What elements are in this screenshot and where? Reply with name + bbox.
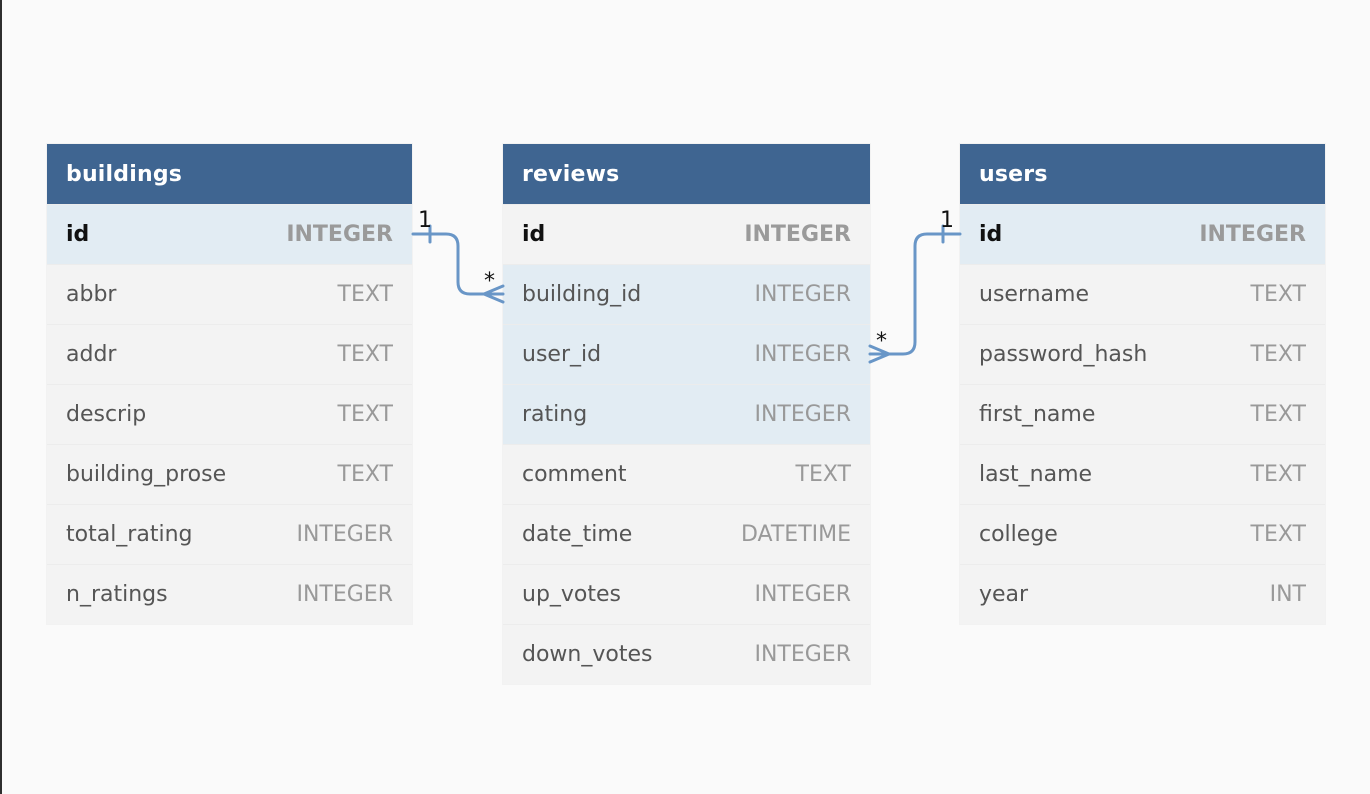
column-name: last_name (979, 462, 1093, 487)
column-type: TEXT (1250, 402, 1306, 427)
column-name: id (979, 222, 1003, 247)
column-name: descrip (66, 402, 147, 427)
column-name: addr (66, 342, 117, 367)
column-type: TEXT (1250, 522, 1306, 547)
column-name: total_rating (66, 522, 193, 547)
table-row-rating[interactable]: rating INTEGER (503, 384, 870, 444)
column-type: TEXT (337, 402, 393, 427)
table-header[interactable]: reviews (503, 144, 870, 204)
table-row-date-time[interactable]: date_time DATETIME (503, 504, 870, 564)
column-type: TEXT (1250, 342, 1306, 367)
column-name: year (979, 582, 1029, 607)
relation-buildings-reviews[interactable] (411, 224, 505, 304)
column-name: up_votes (522, 582, 622, 607)
column-name: building_prose (66, 462, 227, 487)
column-name: username (979, 282, 1089, 307)
table-row-abbr[interactable]: abbr TEXT (47, 264, 412, 324)
table-buildings[interactable]: buildings id INTEGER abbr TEXT addr TEXT… (47, 144, 412, 624)
column-type: TEXT (337, 462, 393, 487)
table-row-up-votes[interactable]: up_votes INTEGER (503, 564, 870, 624)
table-row-addr[interactable]: addr TEXT (47, 324, 412, 384)
column-type: TEXT (337, 282, 393, 307)
table-row-building-prose[interactable]: building_prose TEXT (47, 444, 412, 504)
column-type: INTEGER (754, 402, 851, 427)
column-type: TEXT (1250, 282, 1306, 307)
column-type: INTEGER (296, 522, 393, 547)
column-name: id (66, 222, 90, 247)
table-row-total-rating[interactable]: total_rating INTEGER (47, 504, 412, 564)
column-name: down_votes (522, 642, 653, 667)
column-type: INTEGER (1199, 222, 1306, 247)
table-row-username[interactable]: username TEXT (960, 264, 1325, 324)
table-row-n-ratings[interactable]: n_ratings INTEGER (47, 564, 412, 624)
column-type: INTEGER (754, 282, 851, 307)
column-name: password_hash (979, 342, 1148, 367)
table-row-college[interactable]: college TEXT (960, 504, 1325, 564)
column-name: abbr (66, 282, 117, 307)
cardinality-many-label: * (876, 329, 887, 354)
column-name: rating (522, 402, 588, 427)
cardinality-one-label: 1 (418, 208, 432, 233)
column-name: id (522, 222, 546, 247)
column-name: first_name (979, 402, 1096, 427)
column-type: DATETIME (740, 522, 851, 547)
column-type: INTEGER (744, 222, 851, 247)
column-name: college (979, 522, 1058, 547)
table-row-id[interactable]: id INTEGER (47, 204, 412, 264)
relation-reviews-users[interactable] (868, 224, 962, 364)
column-type: INTEGER (754, 582, 851, 607)
cardinality-many-label: * (484, 269, 495, 294)
table-row-descrip[interactable]: descrip TEXT (47, 384, 412, 444)
column-type: TEXT (1250, 462, 1306, 487)
column-name: building_id (522, 282, 642, 307)
table-row-last-name[interactable]: last_name TEXT (960, 444, 1325, 504)
column-name: comment (522, 462, 627, 487)
table-users[interactable]: users id INTEGER username TEXT password_… (960, 144, 1325, 624)
table-row-user-id[interactable]: user_id INTEGER (503, 324, 870, 384)
canvas-left-border (0, 0, 2, 794)
table-header[interactable]: buildings (47, 144, 412, 204)
table-row-year[interactable]: year INT (960, 564, 1325, 624)
table-row-first-name[interactable]: first_name TEXT (960, 384, 1325, 444)
column-type: INTEGER (286, 222, 393, 247)
column-name: n_ratings (66, 582, 168, 607)
column-type: INT (1269, 582, 1306, 607)
cardinality-one-label: 1 (940, 208, 954, 233)
table-row-id[interactable]: id INTEGER (503, 204, 870, 264)
table-row-comment[interactable]: comment TEXT (503, 444, 870, 504)
table-row-down-votes[interactable]: down_votes INTEGER (503, 624, 870, 684)
column-type: INTEGER (296, 582, 393, 607)
column-type: INTEGER (754, 342, 851, 367)
table-row-building-id[interactable]: building_id INTEGER (503, 264, 870, 324)
column-name: date_time (522, 522, 633, 547)
column-name: user_id (522, 342, 602, 367)
column-type: TEXT (337, 342, 393, 367)
column-type: INTEGER (754, 642, 851, 667)
table-header[interactable]: users (960, 144, 1325, 204)
table-row-password-hash[interactable]: password_hash TEXT (960, 324, 1325, 384)
table-row-id[interactable]: id INTEGER (960, 204, 1325, 264)
column-type: TEXT (795, 462, 851, 487)
table-reviews[interactable]: reviews id INTEGER building_id INTEGER u… (503, 144, 870, 684)
